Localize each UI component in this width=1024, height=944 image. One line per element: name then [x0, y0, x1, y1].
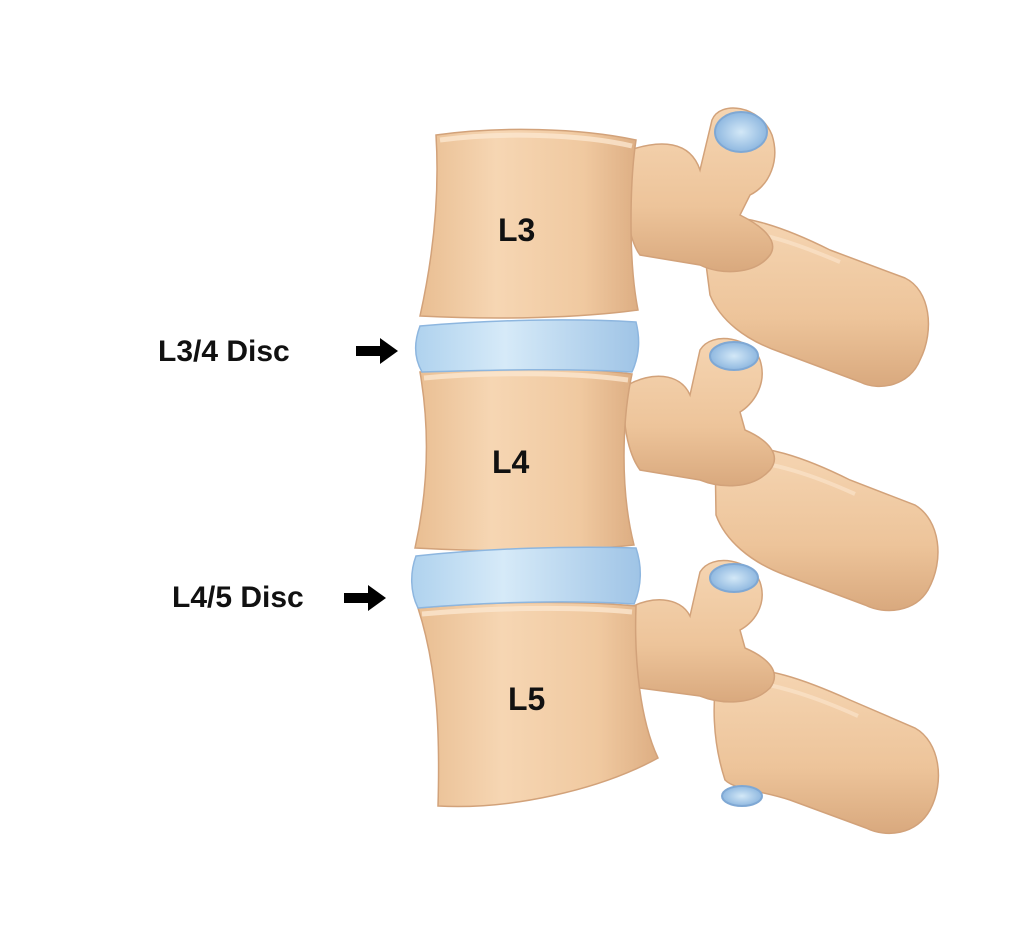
l5-vertebral-body: [416, 601, 659, 808]
l3-vertebral-body: [419, 128, 639, 319]
l5-spinous-process: [713, 667, 940, 834]
l3-4-facet-joint: [709, 341, 759, 371]
l3-4-arrow-icon: [356, 338, 398, 364]
l4-5-facet-joint: [709, 563, 759, 593]
l3-label: L3: [498, 212, 536, 248]
l4-5-arrow-icon: [344, 585, 386, 611]
l4-articular-process: [623, 337, 776, 487]
l3-4-disc: [415, 319, 640, 373]
l3-articular-process: [624, 107, 776, 273]
l4-label: L4: [492, 444, 530, 480]
l4-5-disc-label: L4/5 Disc: [172, 581, 304, 614]
l5-s1-facet-joint: [721, 785, 763, 807]
l3-facet-joint: [714, 111, 768, 153]
l4-5-disc: [411, 546, 641, 609]
l4-vertebral-body: [414, 366, 635, 552]
l5-articular-process: [624, 559, 776, 703]
l5-label: L5: [508, 681, 546, 717]
l3-4-disc-label: L3/4 Disc: [158, 335, 290, 368]
